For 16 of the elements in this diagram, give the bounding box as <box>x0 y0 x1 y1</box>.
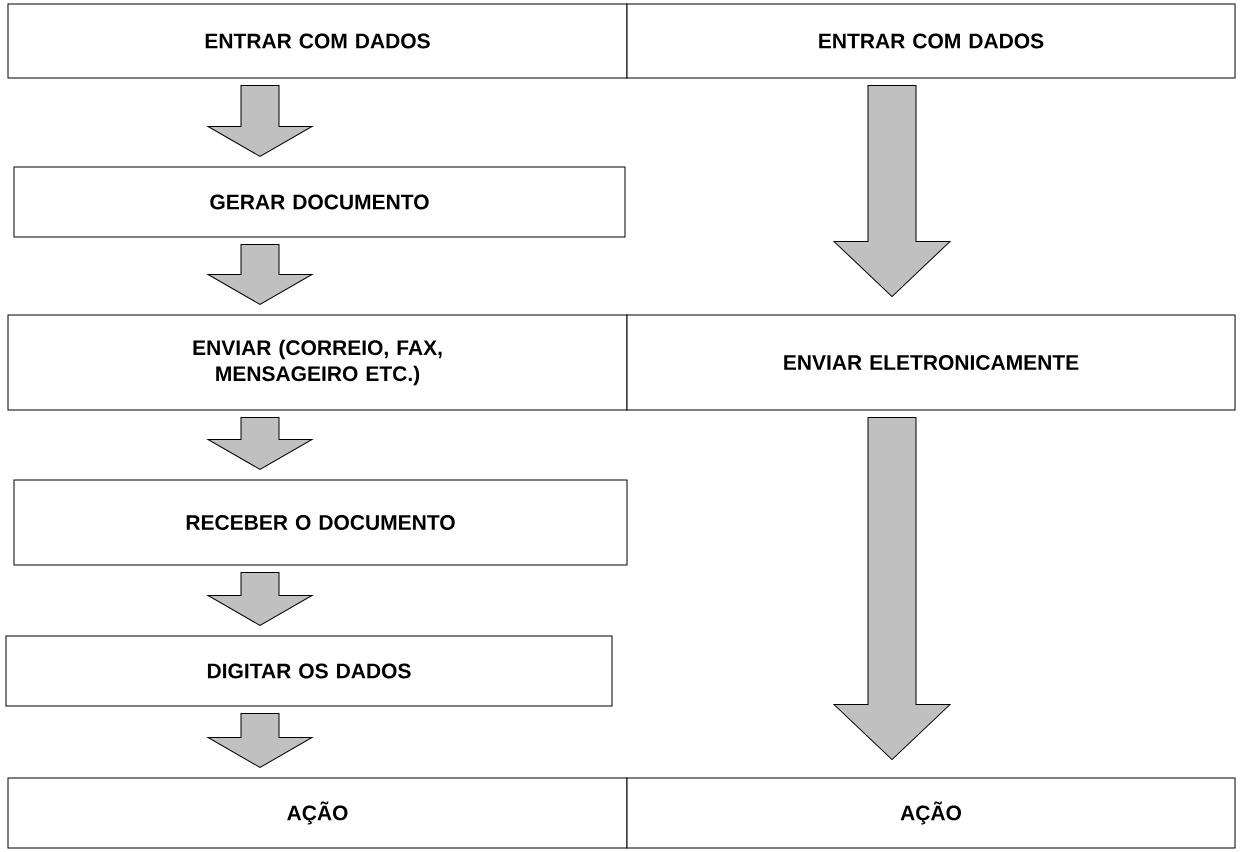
process-box: DIGITAR OS DADOS <box>5 635 613 707</box>
block-arrow <box>207 417 313 470</box>
process-box: GERAR DOCUMENTO <box>13 166 626 238</box>
block-arrow <box>833 85 951 297</box>
block-arrow <box>833 417 951 760</box>
process-box: ENVIAR (CORREIO, FAX, MENSAGEIRO ETC.) <box>7 314 628 411</box>
process-box: RECEBER O DOCUMENTO <box>13 479 628 566</box>
block-arrow <box>207 244 313 305</box>
process-box: ENTRAR COM DADOS <box>7 3 628 79</box>
block-arrow <box>207 713 313 768</box>
block-arrow <box>207 572 313 626</box>
process-box: AÇÃO <box>7 777 628 849</box>
block-arrow <box>207 85 313 157</box>
process-box: ENVIAR ELETRONICAMENTE <box>626 314 1236 411</box>
process-box: AÇÃO <box>626 777 1236 849</box>
process-box: ENTRAR COM DADOS <box>626 3 1236 79</box>
